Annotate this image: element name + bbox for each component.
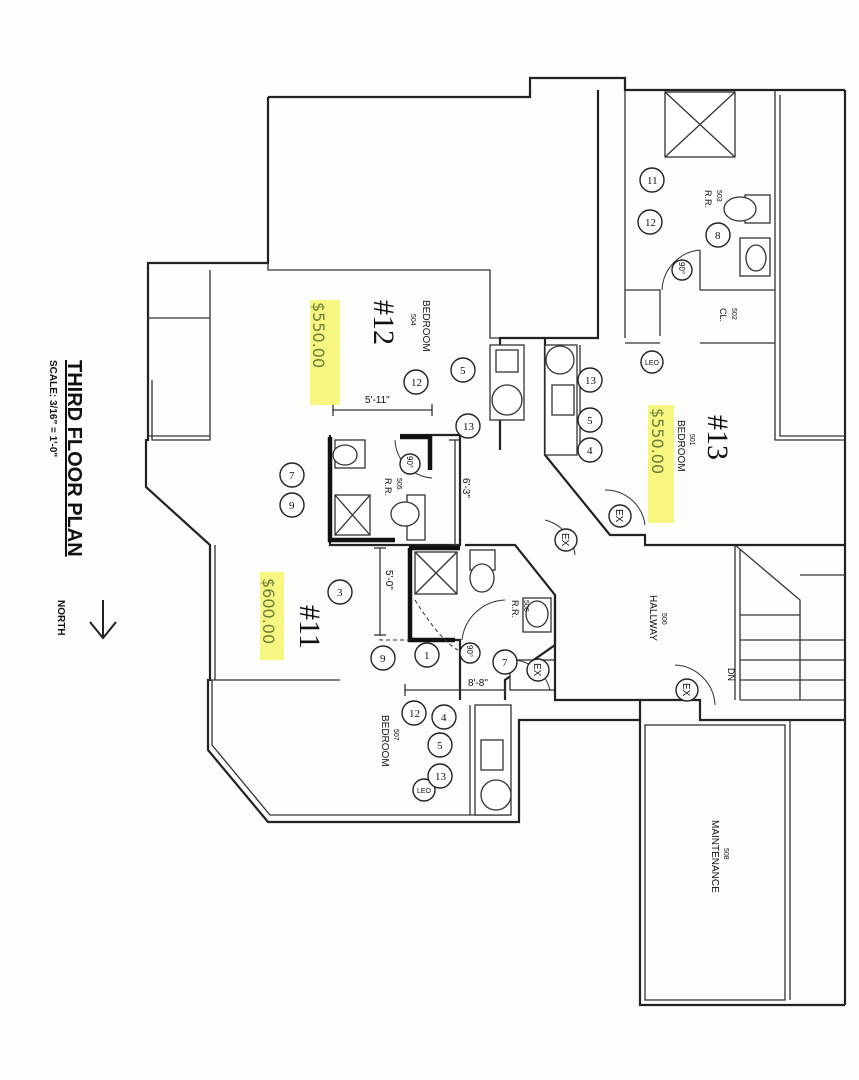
svg-text:504: 504 [409, 314, 416, 326]
price-highlight-11 [260, 572, 284, 660]
svg-text:13: 13 [435, 771, 447, 783]
svg-text:$600.00: $600.00 [259, 578, 278, 644]
svg-text:12: 12 [645, 217, 656, 229]
svg-text:3: 3 [337, 587, 343, 599]
callout-bubbles: 11 12 8 13 5 4 5 13 12 7 9 3 9 1 7 12 4 … [279, 167, 731, 789]
svg-text:90°: 90° [465, 645, 474, 657]
dimension-lines [332, 404, 506, 696]
rr-top-label: R.R. 503 [703, 190, 722, 208]
unit-12-price: $550.00 [309, 302, 328, 368]
svg-text:EX: EX [680, 683, 691, 697]
rr-mid-label: R.R. 505 [383, 478, 402, 496]
svg-text:13: 13 [463, 421, 475, 433]
svg-text:507: 507 [392, 729, 399, 741]
title-block: THIRD FLOOR PLAN SCALE: 3/16" = 1'-0" [47, 360, 85, 557]
svg-text:#11: #11 [293, 605, 326, 649]
svg-text:9: 9 [289, 500, 295, 512]
north-label: NORTH [55, 600, 66, 636]
svg-text:502: 502 [730, 308, 737, 320]
rr-low-label: R.R. 506 [510, 600, 529, 618]
door-swing-labels: 90° 90° 90° [399, 259, 693, 664]
unit-11-label: #11 [293, 605, 326, 649]
svg-text:13: 13 [585, 375, 597, 387]
svg-text:5: 5 [460, 365, 466, 377]
svg-text:BEDROOM: BEDROOM [420, 300, 431, 352]
unit-11-walls [379, 543, 557, 816]
dim-6-3: 6'-3" [460, 478, 471, 498]
unit-13-walls [498, 90, 845, 547]
svg-text:DN: DN [726, 668, 736, 681]
svg-text:506: 506 [522, 600, 529, 612]
unit-11-room: BEDROOM 507 [379, 715, 399, 767]
price-highlight-12 [310, 300, 340, 405]
svg-text:#13: #13 [701, 415, 734, 460]
svg-text:508: 508 [722, 848, 729, 860]
svg-text:R.R.: R.R. [510, 600, 520, 618]
svg-text:MAINTENANCE: MAINTENANCE [709, 820, 720, 893]
svg-text:HALLWAY: HALLWAY [647, 595, 658, 641]
unit-13-label: #13 [701, 415, 734, 460]
dim-5-11: 5'-11" [365, 395, 390, 406]
svg-text:503: 503 [715, 190, 722, 202]
svg-text:$550.00: $550.00 [309, 302, 328, 368]
svg-text:R.R.: R.R. [703, 190, 713, 208]
svg-text:501: 501 [688, 434, 695, 446]
down-label: DN [726, 668, 736, 681]
unit-13-room: BEDROOM 501 [675, 420, 695, 472]
exit-markers: EX EX EX EX [526, 504, 699, 702]
svg-text:12: 12 [409, 708, 420, 720]
hallway-label: HALLWAY 500 [647, 595, 667, 641]
unit-13-price: $550.00 [648, 408, 667, 474]
svg-text:5'-0": 5'-0" [383, 570, 394, 590]
svg-text:BEDROOM: BEDROOM [379, 715, 390, 767]
dim-8-8: 8'-8" [468, 678, 488, 689]
closet-label: CL. 502 [718, 308, 737, 322]
maintenance-label: MAINTENANCE 508 [709, 820, 729, 893]
plan-title: THIRD FLOOR PLAN [63, 360, 85, 557]
svg-text:4: 4 [587, 445, 593, 457]
unit-12-walls [327, 344, 581, 547]
svg-text:5: 5 [587, 415, 593, 427]
plan-scale: SCALE: 3/16" = 1'-0" [47, 360, 58, 457]
unit-markers: LEO LEO [412, 350, 664, 802]
price-highlight-13 [648, 405, 674, 523]
svg-text:LEO: LEO [417, 788, 432, 795]
svg-text:12: 12 [411, 377, 422, 389]
svg-text:8: 8 [715, 230, 721, 242]
exterior-walls [144, 76, 847, 1007]
svg-text:5: 5 [437, 740, 443, 752]
svg-text:90°: 90° [405, 456, 414, 468]
svg-text:7: 7 [502, 657, 508, 669]
north-arrow-icon [89, 600, 117, 640]
unit-12-room: BEDROOM 504 [409, 300, 431, 352]
svg-text:EX: EX [613, 509, 624, 523]
north-arrow: NORTH [55, 600, 117, 640]
svg-text:EX: EX [531, 663, 542, 677]
svg-text:90°: 90° [677, 262, 686, 274]
svg-text:11: 11 [647, 175, 658, 187]
dim-5-0: 5'-0" [383, 570, 394, 590]
hallway-walls [544, 489, 845, 1001]
svg-text:R.R.: R.R. [383, 478, 393, 496]
svg-text:#12: #12 [367, 300, 400, 345]
svg-text:LEO: LEO [645, 360, 660, 367]
svg-text:4: 4 [441, 712, 447, 724]
svg-text:9: 9 [380, 653, 386, 665]
svg-text:500: 500 [660, 613, 667, 625]
svg-text:EX: EX [559, 533, 570, 547]
svg-text:1: 1 [424, 650, 430, 662]
svg-text:CL.: CL. [718, 308, 728, 322]
unit-11-price: $600.00 [259, 578, 278, 644]
svg-text:BEDROOM: BEDROOM [675, 420, 686, 472]
svg-text:6'-3": 6'-3" [460, 478, 471, 498]
unit-12-label: #12 [367, 300, 400, 345]
svg-text:7: 7 [289, 470, 295, 482]
svg-text:505: 505 [395, 478, 402, 490]
svg-text:$550.00: $550.00 [648, 408, 667, 474]
